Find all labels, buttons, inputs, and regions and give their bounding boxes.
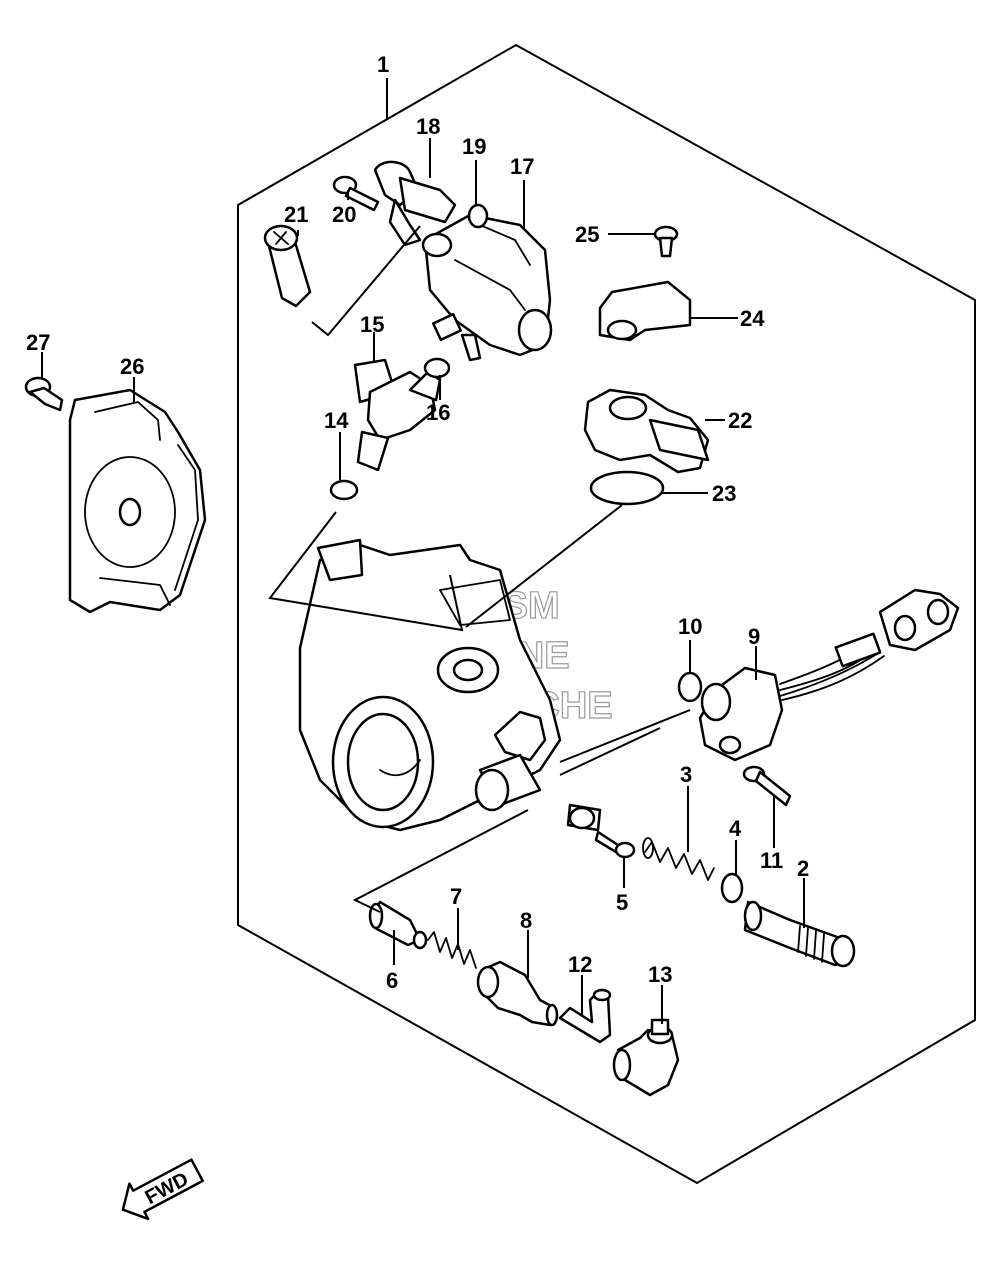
part-spring-7[interactable] — [427, 931, 477, 969]
part-map-sensor[interactable] — [583, 388, 710, 474]
part-pin-21[interactable] — [263, 224, 312, 308]
callout-25: 25 — [575, 222, 599, 247]
callout-26: 26 — [120, 354, 144, 379]
callout-14: 14 — [324, 408, 349, 433]
part-idle-port-fitting[interactable] — [474, 710, 602, 832]
callout-2: 2 — [797, 856, 809, 881]
callout-24: 24 — [740, 306, 765, 331]
callout-1: 1 — [377, 52, 389, 77]
part-elbow-13[interactable] — [612, 1018, 680, 1097]
callout-23: 23 — [712, 481, 736, 506]
part-screw-11[interactable] — [742, 765, 792, 807]
callout-7: 7 — [450, 884, 462, 909]
callout-3: 3 — [680, 762, 692, 787]
callout-11: 11 — [760, 848, 783, 873]
part-fuel-delivery-pipe[interactable] — [421, 213, 553, 362]
callout-27: 27 — [26, 330, 50, 355]
callout-17: 17 — [510, 154, 534, 179]
part-o-ring-4[interactable] — [720, 872, 744, 904]
part-o-ring-10[interactable] — [677, 671, 703, 703]
callout-22: 22 — [728, 408, 752, 433]
callout-8: 8 — [520, 908, 532, 933]
callout-5: 5 — [616, 890, 628, 915]
callout-10: 10 — [678, 614, 702, 639]
callout-20: 20 — [332, 202, 356, 227]
forward-direction-arrow: FWD — [121, 1158, 204, 1221]
callout-9: 9 — [748, 624, 760, 649]
part-sensor-bracket[interactable] — [598, 280, 692, 342]
part-cover[interactable] — [68, 388, 207, 614]
part-spring-3[interactable] — [642, 837, 715, 881]
part-idle-adjust-screw[interactable] — [743, 900, 856, 968]
callout-15: 15 — [360, 312, 384, 337]
callout-21: 21 — [284, 202, 308, 227]
part-screw-25[interactable] — [653, 225, 679, 258]
part-bolt-cover[interactable] — [24, 376, 64, 412]
part-throttle-body[interactable] — [298, 538, 562, 832]
part-o-ring-14[interactable] — [329, 479, 359, 501]
part-o-ring-16[interactable] — [423, 357, 451, 379]
part-throttle-position-sensor[interactable] — [698, 588, 960, 762]
assembly-boundary — [237, 43, 976, 1185]
part-screw-5[interactable] — [594, 830, 636, 859]
callout-6: 6 — [386, 968, 398, 993]
callout-18: 18 — [416, 114, 440, 139]
callout-19: 19 — [462, 134, 486, 159]
callout-12: 12 — [568, 952, 592, 977]
callout-16: 16 — [426, 400, 450, 425]
callout-4: 4 — [729, 816, 742, 841]
part-fuel-injector[interactable] — [353, 358, 442, 472]
part-fitting-8[interactable] — [476, 960, 559, 1027]
callout-labels: 1 18 19 17 21 20 25 24 15 27 26 14 16 22… — [26, 52, 809, 993]
callout-13: 13 — [648, 962, 672, 987]
part-fuel-hose-joint[interactable] — [373, 160, 457, 247]
part-o-ring-19[interactable] — [467, 203, 489, 229]
part-plunger-6[interactable] — [368, 900, 428, 950]
leader-lines — [41, 78, 805, 1024]
part-hose-12[interactable] — [558, 988, 612, 1044]
part-o-ring-23[interactable] — [589, 470, 665, 506]
